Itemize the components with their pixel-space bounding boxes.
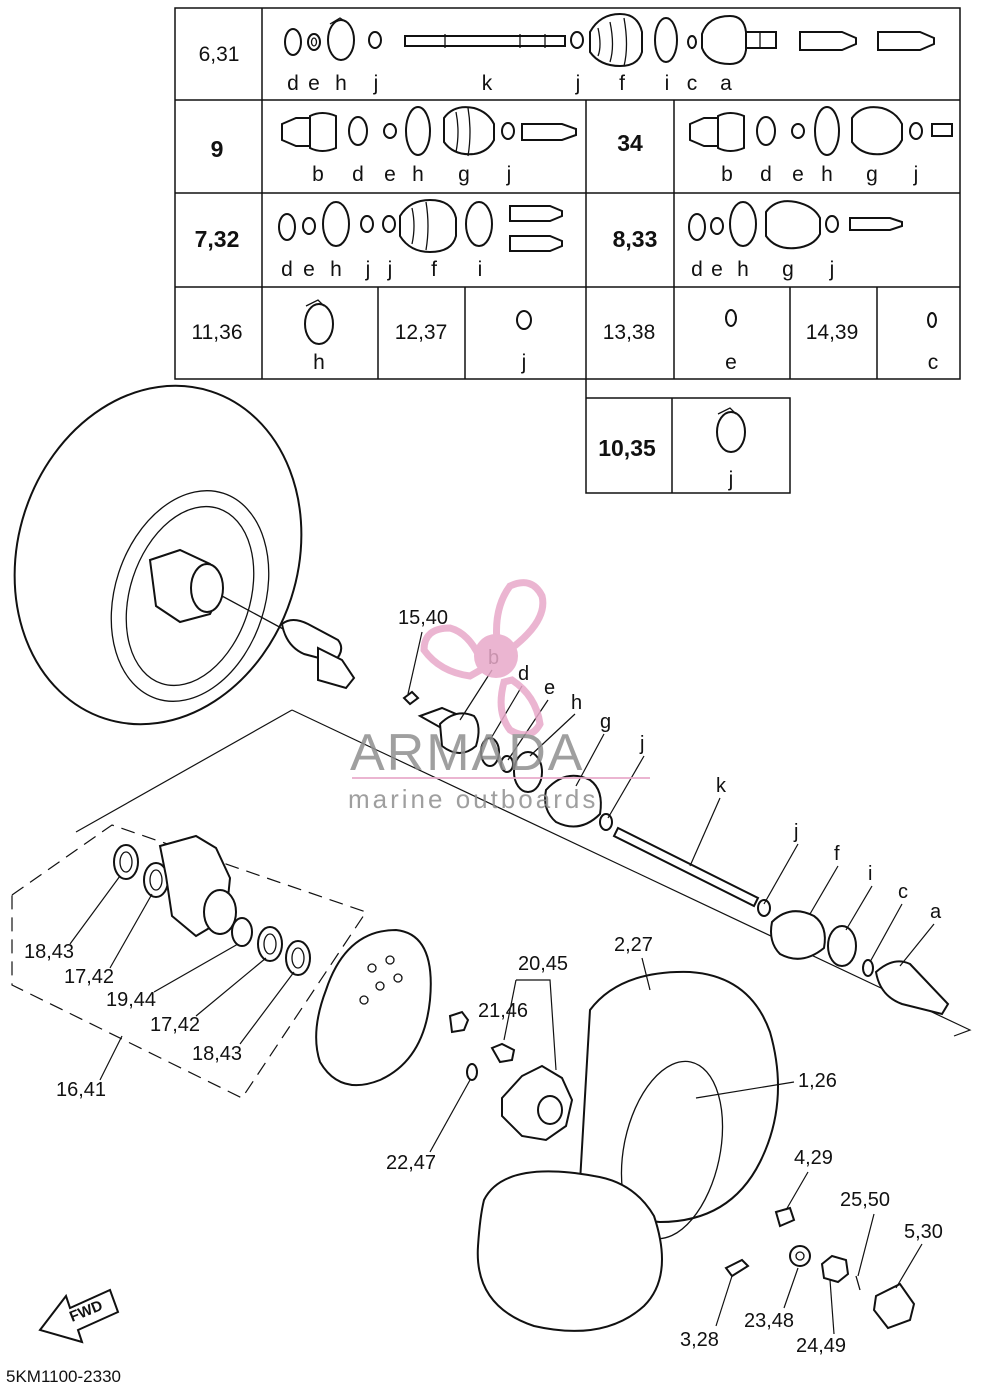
svg-text:g: g: [600, 711, 611, 733]
svg-text:c: c: [898, 881, 908, 903]
svg-text:b: b: [312, 163, 324, 186]
svg-text:17,42: 17,42: [150, 1014, 200, 1036]
brand-watermark: ARMADA marine outboards: [348, 579, 650, 814]
svg-text:3,28: 3,28: [680, 1329, 719, 1351]
part-number-callouts: 15,40 18,43 17,42 19,44 17,42 18,43 16,4…: [24, 607, 943, 1357]
svg-text:5,30: 5,30: [904, 1221, 943, 1243]
svg-text:f: f: [431, 258, 437, 281]
svg-text:d: d: [287, 72, 299, 95]
svg-text:d: d: [518, 663, 529, 685]
svg-text:j: j: [365, 258, 371, 281]
table-row-10-35: 10,35 j: [598, 407, 746, 491]
svg-text:j: j: [728, 468, 734, 491]
row2-right-ref: 34: [617, 130, 643, 156]
svg-text:21,46: 21,46: [478, 1000, 528, 1022]
propeller-logo-icon: [493, 579, 547, 654]
watermark-brand: ARMADA: [350, 724, 584, 782]
svg-text:11,36: 11,36: [192, 321, 243, 344]
svg-text:i: i: [665, 72, 670, 95]
svg-text:h: h: [571, 692, 582, 714]
svg-text:22,47: 22,47: [386, 1152, 436, 1174]
svg-text:c: c: [928, 351, 939, 374]
watermark-tagline: marine outboards: [348, 784, 598, 814]
svg-text:23,48: 23,48: [744, 1310, 794, 1332]
svg-text:f: f: [619, 72, 625, 95]
svg-text:13,38: 13,38: [603, 321, 656, 344]
svg-text:12,37: 12,37: [395, 321, 448, 344]
parts-kit-table: [174, 7, 961, 494]
table-row-6-31: 6,31 d e h j k j f i c a: [199, 12, 935, 95]
svg-text:h: h: [313, 351, 325, 374]
svg-text:j: j: [387, 258, 393, 281]
hub-and-rim-assembly: [466, 970, 916, 1332]
svg-text:4,29: 4,29: [794, 1147, 833, 1169]
svg-text:h: h: [412, 163, 424, 186]
svg-text:a: a: [720, 72, 732, 95]
svg-text:f: f: [834, 843, 840, 865]
svg-text:a: a: [930, 901, 942, 923]
drive-shaft-assembly: [75, 690, 972, 1037]
svg-text:j: j: [913, 163, 919, 186]
svg-text:d: d: [760, 163, 772, 186]
svg-text:e: e: [308, 72, 320, 95]
brake-disc: [315, 928, 470, 1087]
svg-text:d: d: [691, 258, 703, 281]
diagram-code: 5KM1100-2330: [6, 1367, 121, 1386]
svg-text:24,49: 24,49: [796, 1335, 846, 1357]
svg-text:17,42: 17,42: [64, 966, 114, 988]
svg-text:15,40: 15,40: [398, 607, 448, 629]
svg-text:e: e: [792, 163, 804, 186]
svg-text:e: e: [725, 351, 737, 374]
svg-text:18,43: 18,43: [192, 1043, 242, 1065]
svg-text:c: c: [687, 72, 698, 95]
svg-text:j: j: [575, 72, 581, 95]
shaft-callouts: b d e h g j k j f i c a: [459, 647, 942, 967]
svg-text:g: g: [866, 163, 878, 186]
svg-text:b: b: [721, 163, 733, 186]
svg-text:j: j: [373, 72, 379, 95]
svg-text:18,43: 18,43: [24, 941, 74, 963]
svg-text:h: h: [335, 72, 347, 95]
svg-text:h: h: [330, 258, 342, 281]
front-wheel-assembly-upper: [13, 384, 356, 726]
row3-right-ref: 8,33: [613, 226, 658, 252]
svg-text:16,41: 16,41: [56, 1079, 106, 1101]
svg-text:i: i: [868, 863, 872, 885]
table-row-single-parts: 11,36 h 12,37 j 13,38 e 14,39 c: [192, 299, 939, 374]
svg-text:j: j: [829, 258, 835, 281]
svg-text:e: e: [711, 258, 723, 281]
svg-text:1,26: 1,26: [798, 1070, 837, 1092]
svg-text:d: d: [352, 163, 364, 186]
svg-text:2,27: 2,27: [614, 934, 653, 956]
svg-text:d: d: [281, 258, 293, 281]
svg-text:g: g: [782, 258, 794, 281]
svg-text:14,39: 14,39: [806, 321, 859, 344]
svg-text:k: k: [482, 72, 493, 95]
svg-text:e: e: [303, 258, 315, 281]
svg-text:j: j: [639, 733, 644, 755]
svg-text:g: g: [458, 163, 470, 186]
svg-text:10,35: 10,35: [598, 435, 656, 461]
svg-text:e: e: [544, 677, 555, 699]
row2-left-ref: 9: [211, 136, 224, 162]
svg-text:i: i: [478, 258, 483, 281]
row1-ref: 6,31: [199, 43, 240, 66]
knuckle-bearing-group: [11, 824, 367, 1099]
row3-left-ref: 7,32: [195, 226, 240, 252]
svg-text:j: j: [793, 821, 798, 843]
svg-text:j: j: [521, 351, 527, 374]
svg-text:k: k: [716, 775, 727, 797]
table-row-7-32-8-33: 7,32 d e h j j f i 8,33 d e h g j: [195, 198, 903, 281]
svg-text:19,44: 19,44: [106, 989, 156, 1011]
svg-text:25,50: 25,50: [840, 1189, 890, 1211]
svg-text:h: h: [737, 258, 749, 281]
table-row-9-34: 9 b d e h g j 34 b d e h g j: [211, 106, 953, 186]
forward-arrow: FWD: [38, 1288, 120, 1344]
svg-text:j: j: [506, 163, 512, 186]
svg-text:20,45: 20,45: [518, 953, 568, 975]
svg-text:e: e: [384, 163, 396, 186]
svg-text:h: h: [821, 163, 833, 186]
